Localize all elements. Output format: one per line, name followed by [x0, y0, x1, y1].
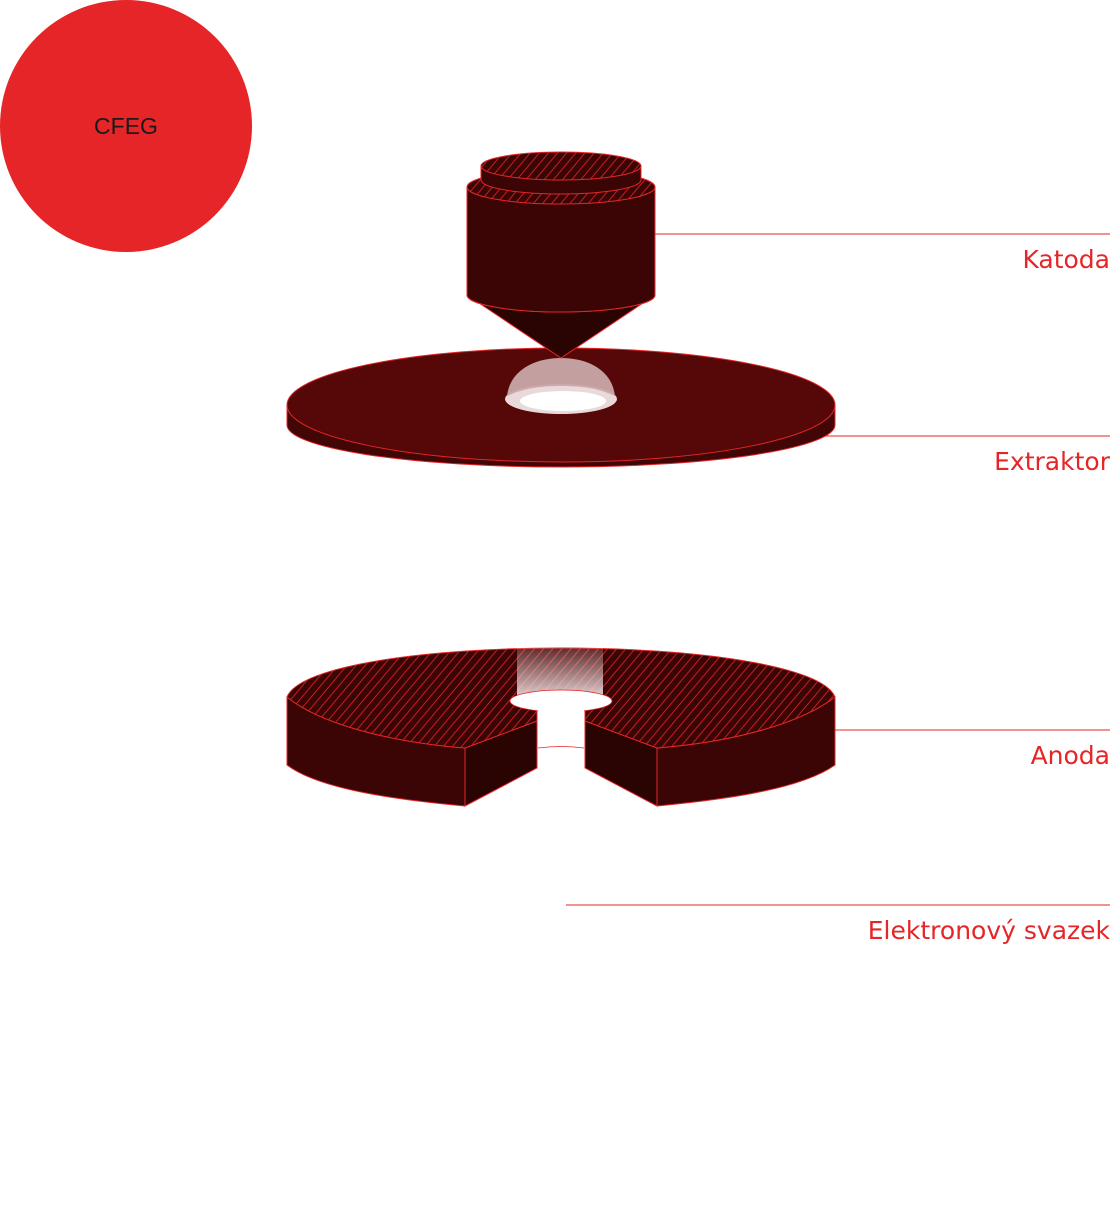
badge-circle [0, 0, 252, 252]
anode-slot [538, 701, 584, 769]
anode-slot-edge [537, 746, 585, 749]
extractor-aperture-hole [520, 391, 606, 411]
cathode-body [466, 186, 656, 313]
extractor-disc [286, 347, 836, 468]
cathode [466, 151, 656, 359]
emission-dome [507, 358, 615, 396]
anode [286, 647, 836, 807]
label-beam: Elektronový svazek [868, 916, 1111, 945]
label-cathode: Katoda [1022, 245, 1110, 274]
cfeg-badge: CFEG [0, 0, 252, 252]
badge-text: CFEG [94, 113, 158, 139]
cathode-cap-top [480, 151, 642, 181]
label-extractor: Extraktor [994, 447, 1111, 476]
label-anode: Anoda [1031, 741, 1110, 770]
